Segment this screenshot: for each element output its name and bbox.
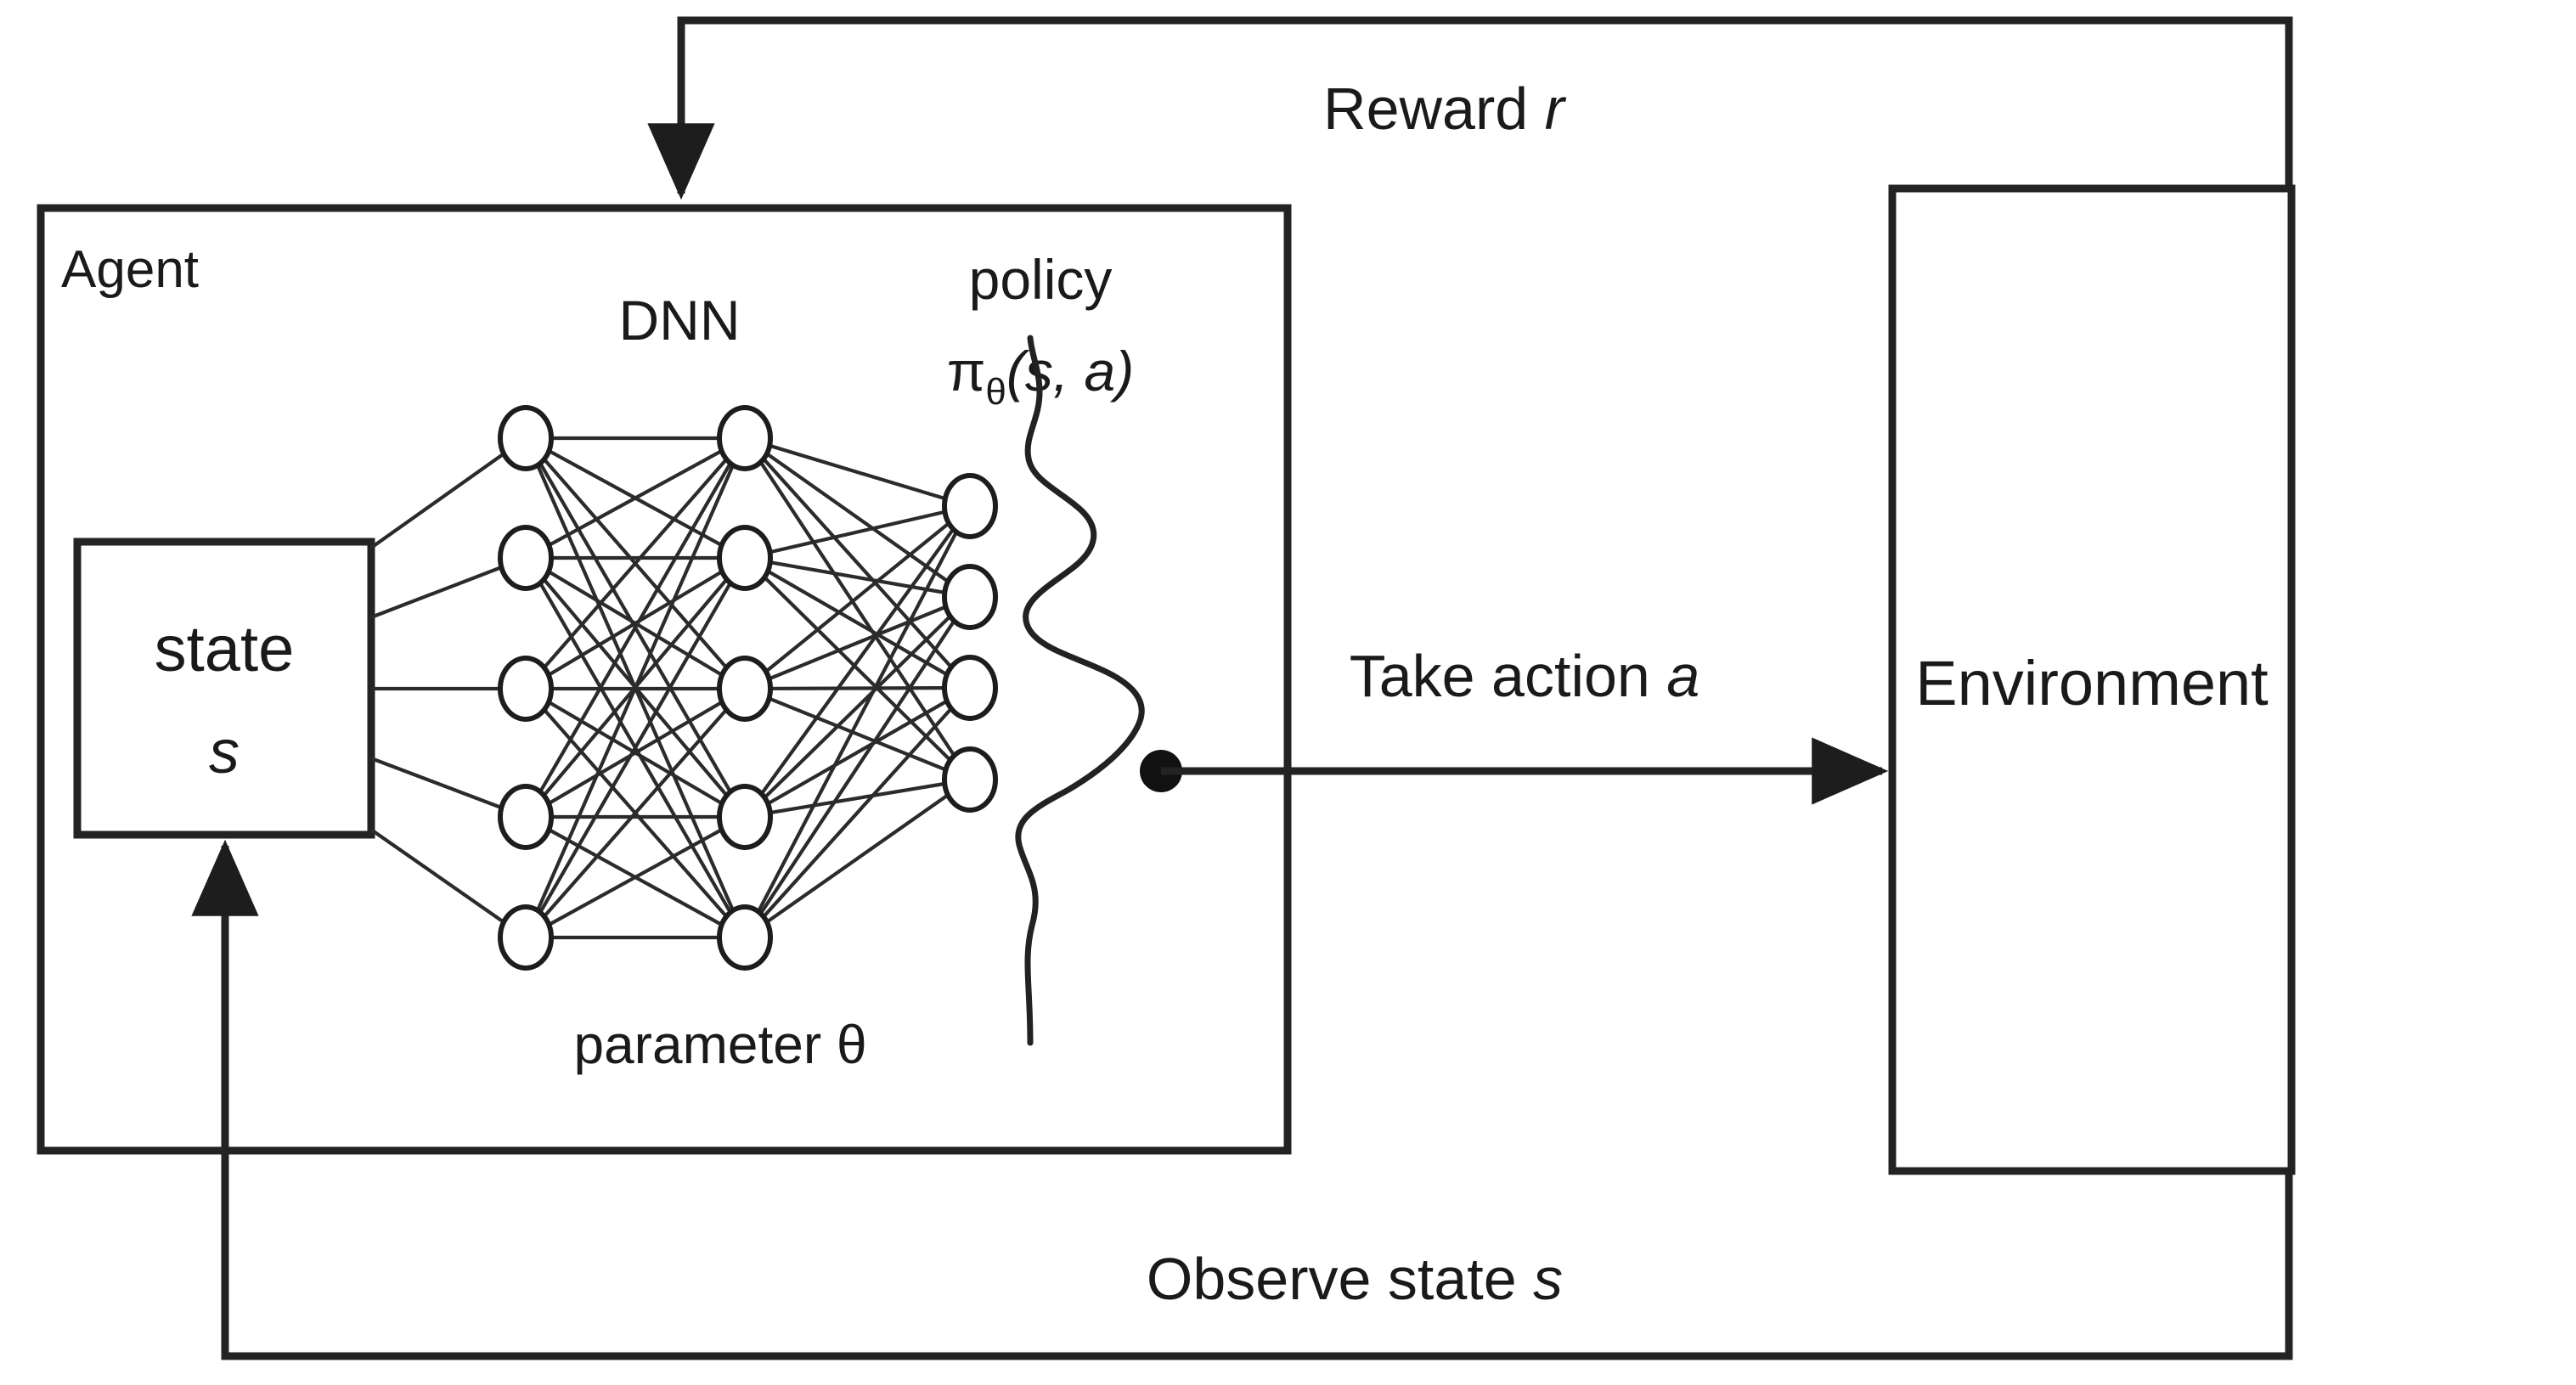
- observation-label-var: s: [1533, 1246, 1563, 1312]
- agent-box: Agent: [37, 204, 1292, 1155]
- reward-label-prefix: Reward: [1323, 76, 1545, 142]
- environment-box-outline: [1888, 184, 2296, 1175]
- neuron-node: [498, 784, 554, 850]
- network-edges-layer1-layer2: [524, 436, 747, 940]
- policy-label-group: policy πθ(s, a): [947, 248, 1134, 413]
- state-box-label: state: [155, 613, 295, 685]
- parameter-label: parameter θ: [573, 1014, 866, 1075]
- observation-path: [191, 839, 2293, 1360]
- policy-formula-pi: π: [947, 340, 986, 403]
- neuron-node: [942, 473, 998, 539]
- network-edges-layer2-output: [743, 436, 972, 939]
- state-box: state s: [73, 538, 375, 839]
- neuron-node: [498, 405, 554, 471]
- neuron-node: [942, 564, 998, 630]
- state-box-outline: [73, 538, 375, 839]
- state-box-variable: s: [209, 718, 240, 786]
- agent-label: Agent: [61, 240, 199, 299]
- observation-flow: Observe state s: [191, 839, 2293, 1360]
- action-label: Take action a: [1350, 643, 1700, 709]
- neuron-node: [498, 656, 554, 722]
- action-label-prefix: Take action: [1350, 643, 1667, 709]
- policy-label: policy: [969, 248, 1113, 311]
- environment-label: Environment: [1915, 648, 2269, 718]
- action-flow: Take action a: [1140, 643, 1889, 805]
- reward-flow: Reward r: [647, 16, 2293, 200]
- reward-path: [647, 16, 2293, 200]
- observation-label-prefix: Observe state: [1147, 1246, 1533, 1312]
- neuron-node: [942, 746, 998, 813]
- agent-box-outline: [37, 204, 1292, 1155]
- observation-label: Observe state s: [1147, 1246, 1563, 1312]
- environment-box: Environment: [1888, 184, 2296, 1175]
- neuron-node: [717, 784, 773, 850]
- policy-distribution-curve-icon: [1015, 335, 1145, 1046]
- network-nodes-output-layer: [942, 473, 998, 813]
- neuron-node: [498, 904, 554, 971]
- network-nodes-layer-1: [498, 405, 554, 971]
- neuron-node: [498, 525, 554, 591]
- policy-formula-subscript: θ: [985, 371, 1006, 413]
- neuron-node: [717, 525, 773, 591]
- network-nodes-layer-2: [717, 405, 773, 971]
- neuron-node: [717, 405, 773, 471]
- policy-formula: πθ(s, a): [947, 340, 1134, 413]
- reward-label-var: r: [1545, 76, 1567, 142]
- action-label-var: a: [1666, 643, 1699, 709]
- policy-formula-args: (s, a): [1006, 340, 1134, 403]
- neuron-node: [717, 656, 773, 722]
- neuron-node: [717, 904, 773, 971]
- reward-label: Reward r: [1323, 76, 1567, 142]
- neuron-node: [942, 655, 998, 721]
- dnn-label: DNN: [619, 289, 741, 352]
